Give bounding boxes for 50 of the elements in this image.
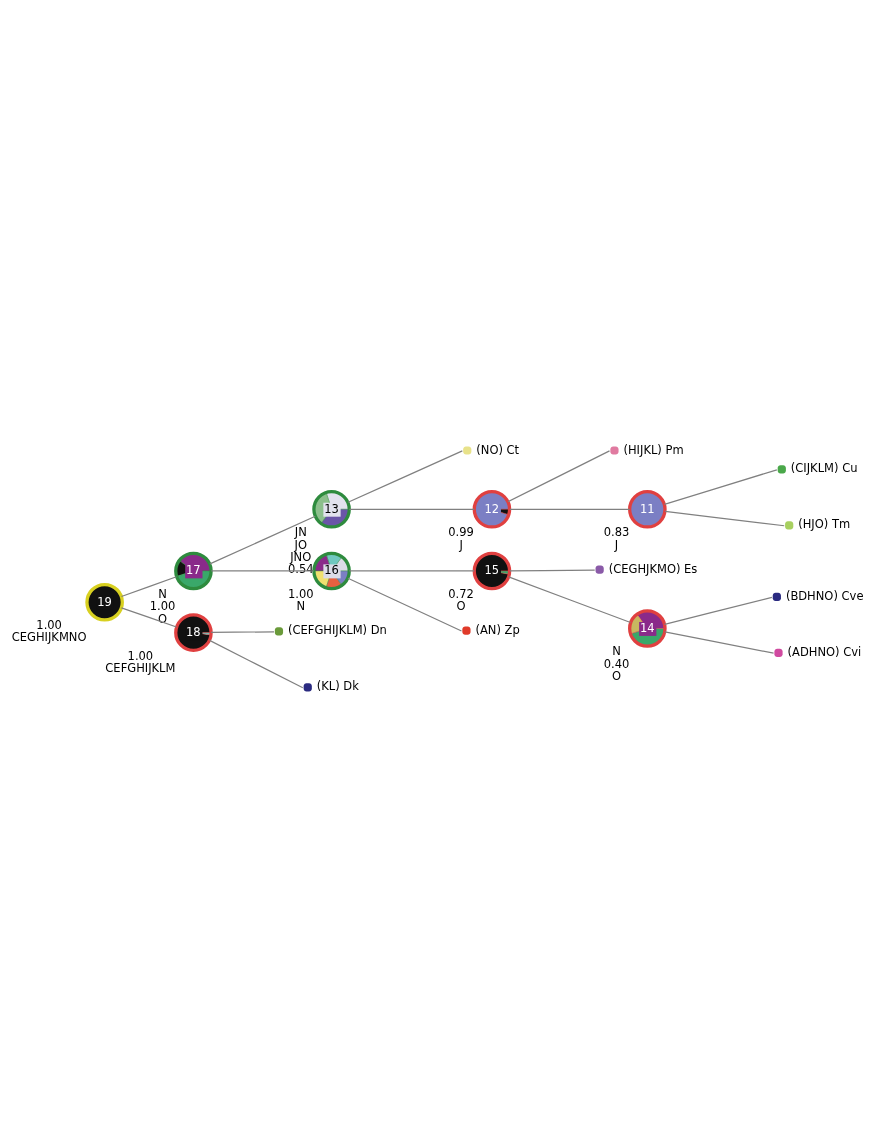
node-label: (BDHNO) Cve <box>785 588 864 603</box>
connector <box>348 570 475 572</box>
node-label: (CEFGHIJKLM) Dn <box>288 623 387 638</box>
node-label: (AN) Zp <box>475 622 520 637</box>
node-circle: 11 <box>628 489 667 529</box>
node-label: 0.83 <box>603 525 630 540</box>
node-label: 1.00 <box>149 599 176 614</box>
connector <box>208 639 304 689</box>
node-label: N <box>158 586 167 601</box>
connector <box>347 450 463 503</box>
node-label: (KL) Dk <box>316 679 359 694</box>
node-label: O <box>158 611 168 626</box>
node-label: 0.40 <box>603 656 630 671</box>
node-label: (NO) Ct <box>476 442 520 457</box>
node-label: JN <box>294 525 307 540</box>
node-label: (HIJKL) Pm <box>623 442 684 457</box>
node-label: CEFGHIJKLM <box>105 660 176 675</box>
node-label: (ADHNO) Cvi <box>787 644 862 659</box>
node-label: N <box>296 599 306 614</box>
connector <box>347 577 463 632</box>
connector <box>210 631 275 634</box>
node-label: 0.72 <box>448 586 474 601</box>
node-label: 1.00 <box>36 618 62 633</box>
node-label: (CIJKLM) Cu <box>790 461 858 476</box>
connector <box>509 508 631 510</box>
node-label: 0.54 <box>287 562 314 577</box>
connector <box>348 508 475 510</box>
node-label: CEGHIJKMNO <box>11 630 87 645</box>
connector <box>209 515 316 565</box>
connector <box>664 510 785 527</box>
node-label: J <box>614 537 619 552</box>
node-label: O <box>611 669 622 684</box>
node-label: O <box>456 599 466 614</box>
node-label: 0.99 <box>448 525 474 540</box>
node-label: J <box>459 537 463 552</box>
node-label: (CEGHJKMO) Es <box>608 561 698 576</box>
connector <box>664 631 775 654</box>
node-label: N <box>612 644 621 659</box>
connector <box>507 450 611 503</box>
connector <box>663 469 778 505</box>
node-label: 1.00 <box>287 586 314 601</box>
connector <box>508 576 632 624</box>
node-circle: 19 <box>85 582 124 622</box>
node-label: 1.00 <box>127 648 154 663</box>
connector <box>509 569 596 572</box>
node-label: (HJO) Tm <box>798 517 851 532</box>
connector <box>210 570 315 572</box>
connector <box>120 607 178 628</box>
connector <box>120 576 178 598</box>
connector <box>664 596 773 625</box>
